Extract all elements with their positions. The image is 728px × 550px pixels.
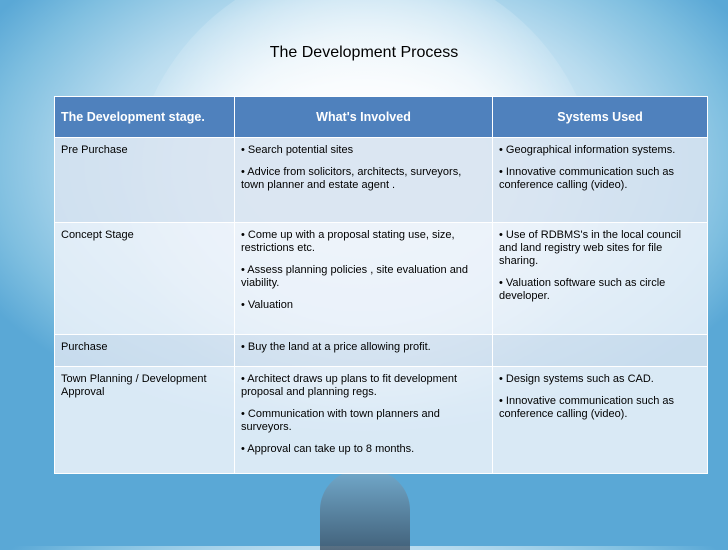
involved-cell: • Search potential sites • Advice from s… <box>234 137 493 223</box>
involved-cell: • Architect draws up plans to fit develo… <box>234 366 493 474</box>
involved-item: • Advice from solicitors, architects, su… <box>241 166 462 191</box>
stage-cell: Purchase <box>54 334 235 367</box>
table-header-row: The Development stage. What's Involved S… <box>54 96 708 138</box>
systems-cell: • Use of RDBMS's in the local council an… <box>492 222 708 335</box>
involved-item: • Come up with a proposal stating use, s… <box>241 229 455 254</box>
header-stage: The Development stage. <box>54 96 235 138</box>
involved-cell: • Buy the land at a price allowing profi… <box>234 334 493 367</box>
involved-item: • Buy the land at a price allowing profi… <box>241 341 431 353</box>
involved-item: • Approval can take up to 8 months. <box>241 443 415 455</box>
systems-item: • Geographical information systems. <box>499 144 676 156</box>
systems-cell: • Geographical information systems. • In… <box>492 137 708 223</box>
lightbulb-base-image <box>320 470 410 550</box>
stage-cell: Concept Stage <box>54 222 235 335</box>
header-systems: Systems Used <box>492 96 708 138</box>
involved-item: • Valuation <box>241 299 293 311</box>
systems-item: • Design systems such as CAD. <box>499 373 654 385</box>
systems-item: • Innovative communication such as confe… <box>499 166 675 191</box>
involved-cell: • Come up with a proposal stating use, s… <box>234 222 493 335</box>
table-row: Pre Purchase • Search potential sites • … <box>54 137 708 223</box>
involved-item: • Assess planning policies , site evalua… <box>241 264 469 289</box>
stage-cell: Town Planning / Development Approval <box>54 366 235 474</box>
systems-cell: • Design systems such as CAD. • Innovati… <box>492 366 708 474</box>
systems-item: • Use of RDBMS's in the local council an… <box>499 229 682 267</box>
involved-item: • Architect draws up plans to fit develo… <box>241 373 458 398</box>
systems-item: • Innovative communication such as confe… <box>499 395 675 420</box>
table-row: Purchase • Buy the land at a price allow… <box>54 334 708 367</box>
development-table: The Development stage. What's Involved S… <box>54 96 708 474</box>
involved-item: • Communication with town planners and s… <box>241 408 440 433</box>
stage-cell: Pre Purchase <box>54 137 235 223</box>
header-involved: What's Involved <box>234 96 493 138</box>
systems-cell <box>492 334 708 367</box>
slide-title: The Development Process <box>269 44 459 61</box>
table-row: Concept Stage • Come up with a proposal … <box>54 222 708 335</box>
table-row: Town Planning / Development Approval • A… <box>54 366 708 474</box>
involved-item: • Search potential sites <box>241 144 354 156</box>
systems-item: • Valuation software such as circle deve… <box>499 277 666 302</box>
